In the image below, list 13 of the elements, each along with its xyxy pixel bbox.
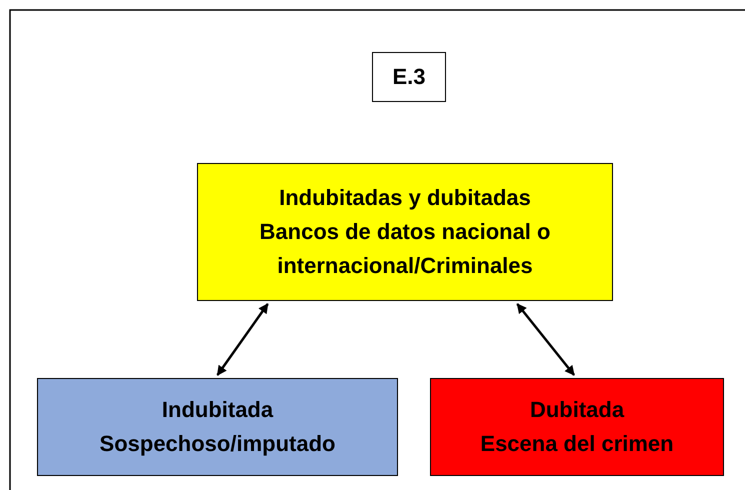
node-text: Dubitada (530, 396, 624, 424)
node-text: Escena del crimen (480, 430, 674, 458)
process-box (430, 378, 724, 476)
process-box (37, 378, 398, 476)
label-box (372, 52, 446, 102)
node-text: Sospechoso/imputado (100, 430, 336, 458)
node-text: Indubitadas y dubitadas (279, 184, 531, 212)
node-text: Bancos de datos nacional o internacional/Criminales (258, 218, 552, 280)
arrow (516, 303, 576, 376)
node-text: E.3 (392, 63, 426, 91)
arrow (216, 303, 269, 376)
node-text: Indubitada (162, 396, 274, 424)
process-box (197, 163, 613, 301)
